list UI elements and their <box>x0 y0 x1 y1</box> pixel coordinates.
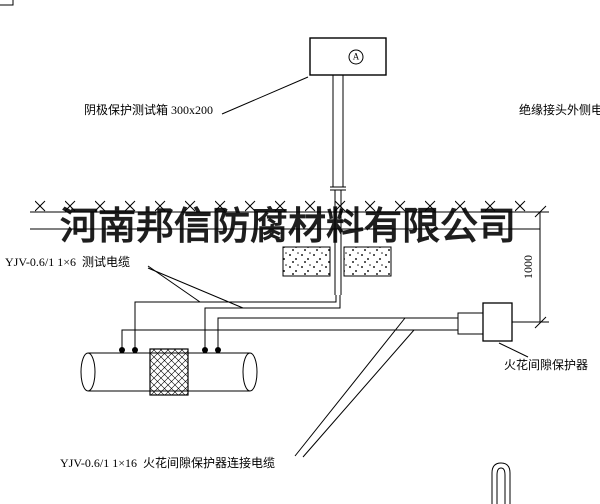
spark-gap-protector <box>457 302 513 342</box>
company-watermark: 河南邦信防腐材料有限公司 <box>60 206 517 248</box>
ground-line <box>30 211 540 230</box>
spark-gap-cable-lines <box>121 317 458 350</box>
test-cable-label: YJV-0.6/1 1×6 测试电缆 <box>5 255 130 269</box>
ammeter-circle-icon <box>348 49 364 65</box>
insulation-cable-label: 绝缘接头外侧电缆 <box>519 103 600 117</box>
cable-marker-symbol <box>491 462 511 504</box>
foundation-right <box>343 246 392 277</box>
weld-dots <box>119 347 221 353</box>
dimension-line <box>512 205 549 329</box>
test-cable-leader-lines <box>147 265 244 309</box>
corner-mark <box>0 0 14 6</box>
spark-gap-label: 火花间隙保护器 <box>504 358 589 372</box>
ground-hatch <box>35 200 527 212</box>
test-box-label: 阴极保护测试箱 300x200 <box>84 103 214 117</box>
foundation-left <box>282 246 331 277</box>
test-box <box>309 37 387 76</box>
insulating-joint <box>149 348 189 396</box>
ammeter-letter: A <box>352 51 360 62</box>
spark-gap-leader-line <box>498 342 529 358</box>
connection-cable-label: YJV-0.6/1 1×16 火花间隙保护器连接电缆 <box>60 456 275 470</box>
test-box-leader-line <box>221 76 309 115</box>
dimension-text: 1000 <box>521 255 535 279</box>
test-cable-lines <box>134 295 341 350</box>
connection-cable-leader-lines <box>294 317 415 458</box>
